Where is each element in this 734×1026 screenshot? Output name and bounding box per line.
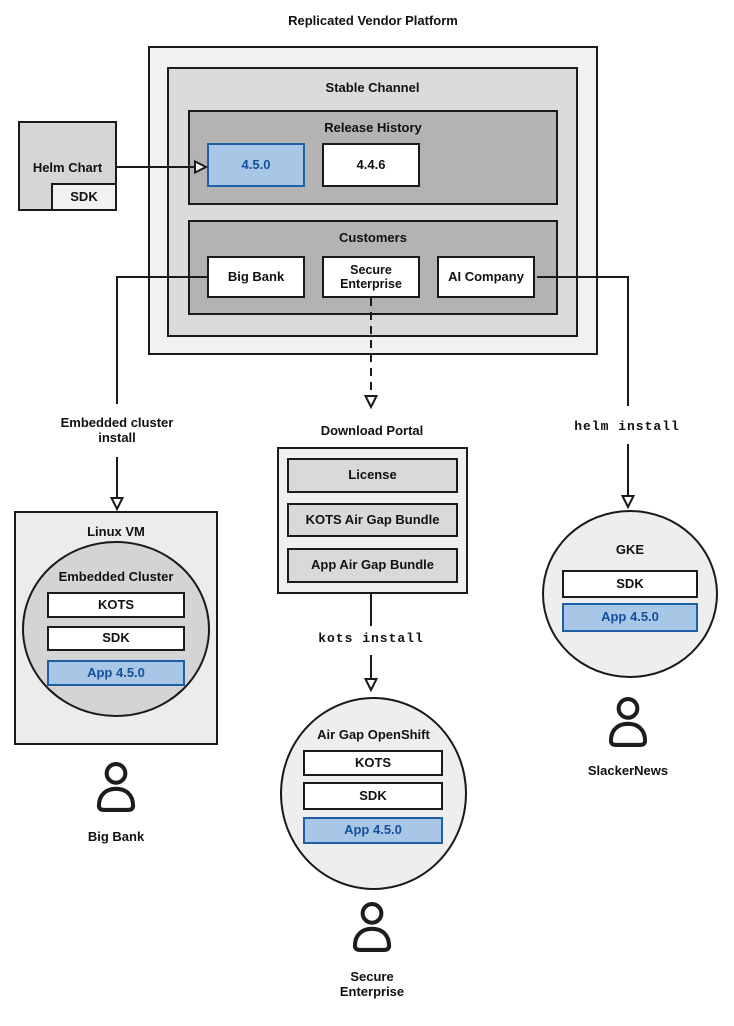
person-icon — [608, 697, 648, 747]
download-portal-label: Download Portal — [320, 423, 424, 438]
release-version-box-current: 4.5.0 — [207, 143, 305, 187]
big-bank-user — [90, 759, 142, 817]
secure-enterprise-user — [346, 899, 398, 957]
embedded-cluster-label: Embedded Cluster — [58, 569, 174, 584]
airgap-openshift-label: Air Gap OpenShift — [317, 727, 430, 742]
embedded-sdk-box: SDK — [47, 626, 185, 651]
openshift-sdk-box: SDK — [303, 782, 443, 810]
customer-secure-enterprise-box: Secure Enterprise — [322, 256, 420, 298]
gke-label: GKE — [615, 542, 645, 557]
slackernews-user — [602, 694, 654, 752]
helm-chart-label: Helm Chart — [32, 160, 103, 175]
secure-enterprise-user-label: Secure Enterprise — [339, 969, 405, 999]
diagram-title: Replicated Vendor Platform — [288, 13, 458, 28]
app-airgap-bundle-box: App Air Gap Bundle — [287, 548, 458, 583]
gke-app-box: App 4.5.0 — [562, 603, 698, 632]
customer-big-bank-box: Big Bank — [207, 256, 305, 298]
release-history-label: Release History — [324, 120, 422, 135]
kots-install-command: kots install — [318, 631, 424, 646]
embedded-cluster-install-label: Embedded cluster install — [60, 415, 174, 445]
stable-channel-label: Stable Channel — [325, 80, 420, 95]
gke-sdk-box: SDK — [562, 570, 698, 598]
helm-sdk-box: SDK — [51, 183, 117, 211]
openshift-app-box: App 4.5.0 — [303, 817, 443, 844]
slackernews-user-label: SlackerNews — [587, 763, 669, 778]
person-icon — [352, 902, 392, 952]
embedded-kots-box: KOTS — [47, 592, 185, 618]
openshift-kots-box: KOTS — [303, 750, 443, 776]
embedded-app-box: App 4.5.0 — [47, 660, 185, 686]
helm-install-command: helm install — [574, 419, 680, 434]
customers-label: Customers — [339, 230, 407, 245]
release-version-box-previous: 4.4.6 — [322, 143, 420, 187]
customer-ai-company-box: AI Company — [437, 256, 535, 298]
big-bank-user-label: Big Bank — [87, 829, 145, 844]
linux-vm-label: Linux VM — [87, 524, 145, 539]
license-box: License — [287, 458, 458, 493]
kots-airgap-bundle-box: KOTS Air Gap Bundle — [287, 503, 458, 537]
person-icon — [96, 762, 136, 812]
